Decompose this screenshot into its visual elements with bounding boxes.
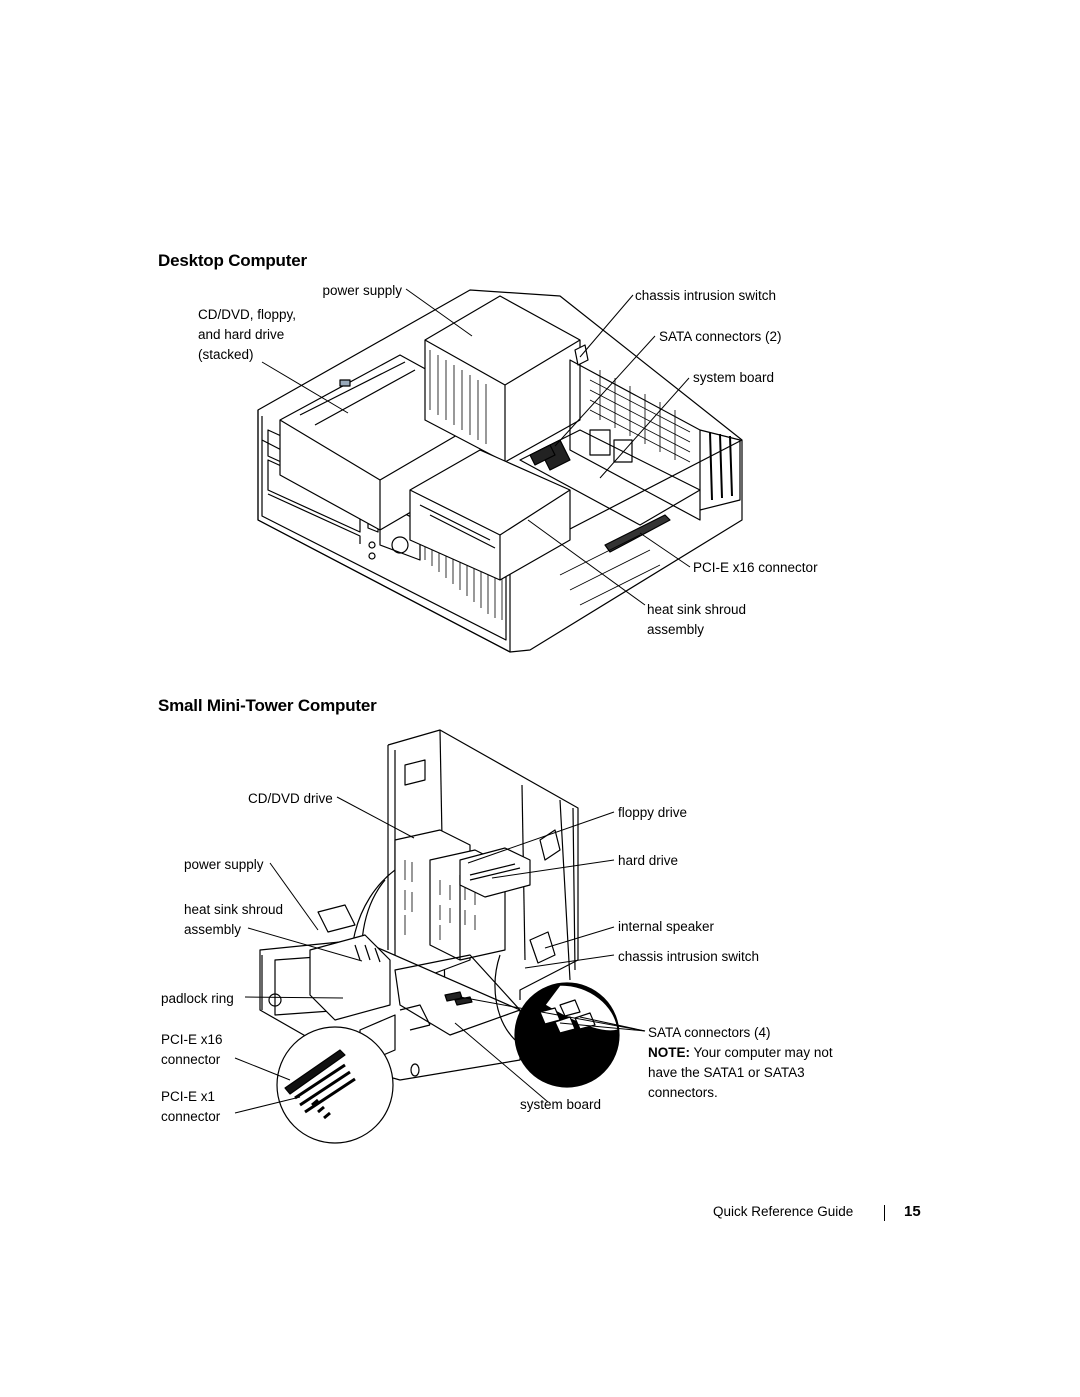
tower-hard-drive-label: hard drive xyxy=(618,853,679,868)
tower-power-supply-label: power supply xyxy=(184,857,264,872)
tower-heatsink-label-line1: heat sink shroud xyxy=(184,902,284,917)
desktop-system-board-label: system board xyxy=(693,370,775,385)
desktop-pcie16-label: PCI-E x16 connector xyxy=(693,560,818,575)
desktop-heatsink-label-line2: assembly xyxy=(647,622,705,637)
tower-pcie16-label-line2: connector xyxy=(161,1052,221,1067)
tower-speaker-label: internal speaker xyxy=(618,919,715,934)
tower-pcie1-label-line2: connector xyxy=(161,1109,221,1124)
desktop-drives-label-line1: CD/DVD, floppy, xyxy=(198,307,297,322)
tower-sata-label: SATA connectors (4) xyxy=(648,1025,771,1040)
footer-separator xyxy=(884,1205,885,1221)
footer-guide-title: Quick Reference Guide xyxy=(713,1204,854,1219)
desktop-heatsink-label-line1: heat sink shroud xyxy=(647,602,747,617)
tower-floppy-label: floppy drive xyxy=(618,805,688,820)
tower-chassis-switch-label: chassis intrusion switch xyxy=(618,949,760,964)
tower-system-board-label: system board xyxy=(520,1097,602,1112)
tower-cd-dvd-label: CD/DVD drive xyxy=(248,791,333,806)
tower-pcie1-label-line1: PCI-E x1 xyxy=(161,1089,216,1104)
desktop-chassis-switch-label: chassis intrusion switch xyxy=(635,288,777,303)
tower-pcie16-label-line1: PCI-E x16 xyxy=(161,1032,223,1047)
page-number: 15 xyxy=(904,1203,921,1220)
note-text-line1: Your computer may not xyxy=(690,1045,833,1060)
desktop-drives-label-line3: (stacked) xyxy=(198,347,254,362)
tower-sata-note-line2: have the SATA1 or SATA3 xyxy=(648,1065,805,1080)
tower-heading: Small Mini-Tower Computer xyxy=(158,696,377,715)
note-label: NOTE: xyxy=(648,1045,690,1060)
desktop-drives-label-line2: and hard drive xyxy=(198,327,285,342)
tower-sata-note-line3: connectors. xyxy=(648,1085,718,1100)
tower-heatsink-label-line2: assembly xyxy=(184,922,242,937)
desktop-sata-label: SATA connectors (2) xyxy=(659,329,782,344)
tower-sata-note-line1: NOTE: Your computer may not xyxy=(648,1043,833,1062)
desktop-heading: Desktop Computer xyxy=(158,251,307,270)
desktop-power-supply-label: power supply xyxy=(322,283,402,298)
tower-padlock-label: padlock ring xyxy=(161,991,234,1006)
